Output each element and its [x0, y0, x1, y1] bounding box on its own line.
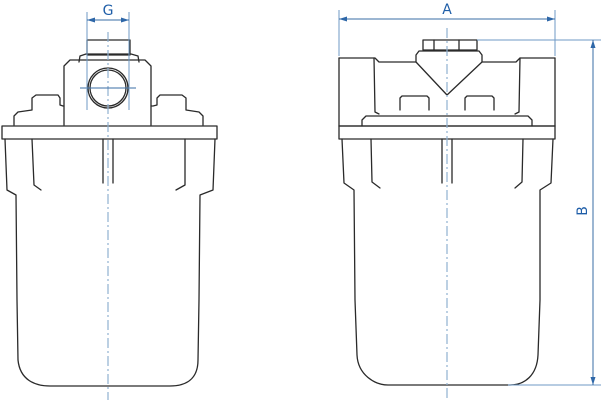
dimension-g: G	[86, 3, 130, 110]
label-a: A	[442, 2, 452, 18]
flange-right	[338, 125, 556, 140]
right-view	[338, 28, 556, 400]
label-b: B	[575, 206, 591, 216]
flange	[1, 125, 218, 140]
lug-left	[13, 94, 65, 126]
dimension-b: B	[477, 39, 601, 386]
dimension-a: A	[338, 2, 556, 56]
left-view	[1, 32, 218, 400]
bowl	[4, 138, 216, 387]
label-g: G	[103, 3, 114, 19]
hex-plug	[422, 39, 478, 51]
cone-boss	[415, 50, 483, 96]
lug-right	[150, 94, 204, 126]
bowl-right	[341, 138, 554, 386]
